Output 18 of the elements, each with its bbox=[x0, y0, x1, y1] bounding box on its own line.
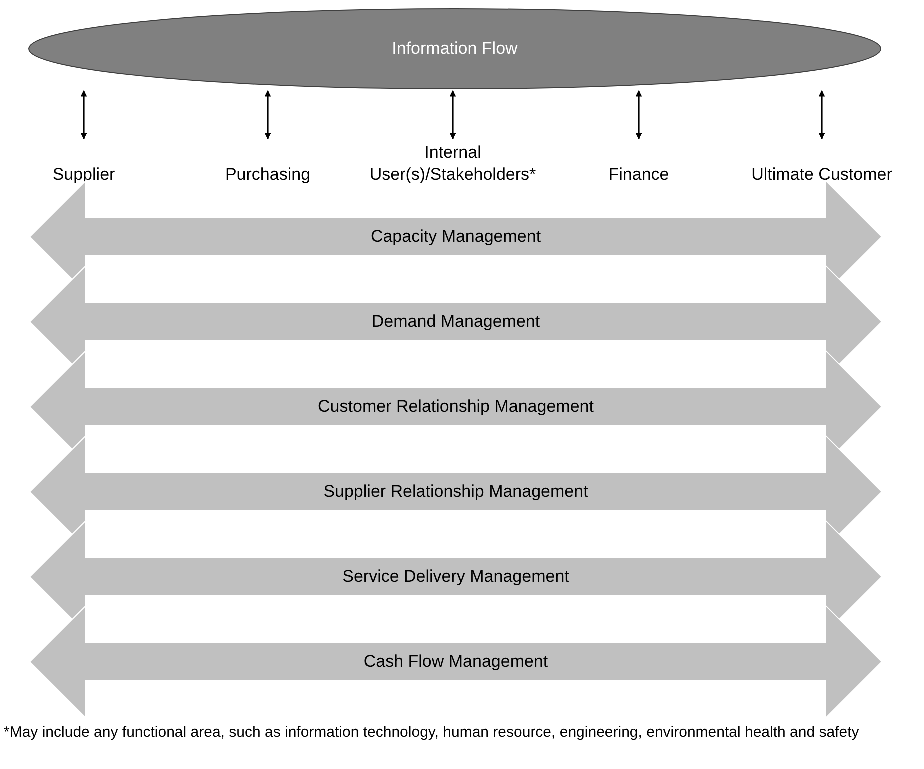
party-label: Purchasing bbox=[225, 164, 311, 186]
party-label: Ultimate Customer bbox=[752, 164, 892, 186]
party-label: Internal User(s)/Stakeholders* bbox=[368, 142, 538, 186]
double-arrow bbox=[636, 90, 642, 140]
footnote: *May include any functional area, such as information technology, human resource, engineering, environmental health and safety bbox=[4, 723, 860, 742]
band-label: Service Delivery Management bbox=[342, 566, 570, 588]
double-arrow bbox=[80, 90, 88, 140]
band-label: Demand Management bbox=[372, 311, 540, 333]
band-label: Capacity Management bbox=[370, 226, 542, 248]
double-arrow bbox=[818, 90, 826, 140]
band-label: Customer Relationship Management bbox=[318, 396, 594, 418]
band-label: Supplier Relationship Management bbox=[324, 481, 588, 503]
ellipse-label: Information Flow bbox=[392, 38, 518, 60]
double-arrow bbox=[450, 90, 456, 140]
band-label: Cash Flow Management bbox=[364, 651, 548, 673]
party-label: Supplier bbox=[52, 164, 116, 186]
double-arrow bbox=[264, 90, 272, 140]
party-label: Finance bbox=[608, 164, 670, 186]
